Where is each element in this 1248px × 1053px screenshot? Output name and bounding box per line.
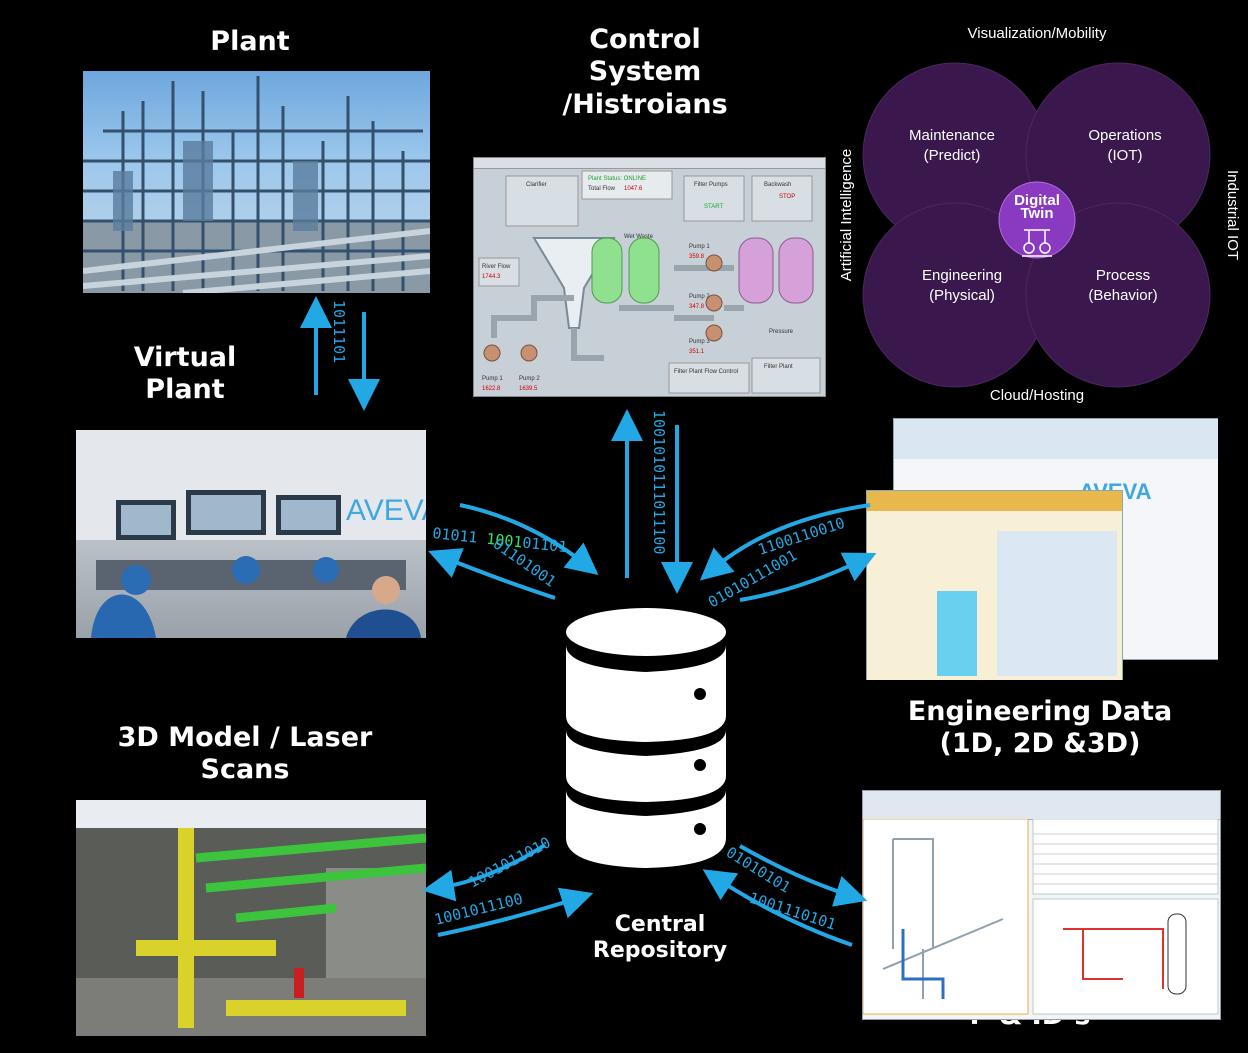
eng-to-repo-arrow	[699, 503, 871, 581]
pid-image	[862, 790, 1221, 1020]
scada-pump2-value: 1639.5	[519, 386, 538, 392]
virtual-to-repo-arrow	[459, 503, 599, 576]
scada-pump1-value: 1622.8	[482, 386, 501, 392]
bits-plant: 1011101	[330, 300, 348, 363]
scada-filter-pumps: Filter Pumps	[694, 182, 728, 188]
scada-filter-pump1: Pump 1	[689, 244, 710, 250]
model-3d-line2: Scans	[200, 754, 290, 786]
central-repository-line1: Central	[614, 912, 706, 937]
scada-total-flow-value: 1047.6	[624, 186, 643, 192]
central-repository-line2: Repository	[592, 938, 728, 964]
scada-river-flow: River Flow	[482, 264, 511, 270]
virtual-plant-heading: Virtual Plant	[115, 342, 255, 407]
virtual-plant-line2: Plant	[145, 374, 225, 406]
virtual-plant-line1: Virtual	[133, 342, 237, 373]
scada-status: Plant Status: ONLINE	[588, 176, 646, 182]
scada-flow-control: Filter Plant Flow Control	[674, 369, 738, 375]
scada-title-bar	[474, 158, 825, 169]
bits-pid-bottom: 1001110101	[747, 889, 838, 934]
aveva-logo: AVEVA	[346, 494, 426, 527]
model-3d-heading: 3D Model / Laser Scans	[90, 722, 400, 787]
central-repository-label: Central Repository	[585, 912, 735, 965]
scada-graphics: Clarifier Plant Status: ONLINE Total Flo…	[478, 170, 821, 394]
plant-heading: Plant	[210, 26, 290, 57]
pid-drawing	[863, 819, 1219, 1015]
model-3d-line1: 3D Model / Laser	[117, 722, 373, 753]
scada-filter-pump2: Pump 2	[689, 294, 710, 300]
scada-backwash: Backwash	[764, 182, 791, 188]
piping-3d-view	[76, 828, 426, 1036]
plant-photo	[83, 71, 430, 293]
scada-river-flow-value: 1744.3	[482, 274, 501, 280]
control-system-line2: System	[588, 56, 702, 88]
scada-stop: STOP	[779, 194, 795, 200]
control-room-illustration: AVEVA	[76, 430, 426, 638]
refinery-illustration	[83, 76, 430, 293]
bits-virtual-top-green: 1001	[485, 530, 523, 552]
bits-3d-bottom: 1001011100	[433, 890, 525, 929]
bits-eng-bottom: 01010111001	[705, 546, 800, 611]
repo-to-pid-arrow	[739, 844, 868, 907]
engineering-data-line1: Engineering Data	[907, 696, 1173, 727]
bits-virtual-top: 01011 100101101	[432, 524, 569, 556]
control-system-screen: Clarifier Plant Status: ONLINE Total Flo…	[473, 157, 826, 397]
engineering-data-line2: (1D, 2D &3D)	[939, 728, 1141, 760]
scada-filter-pump3: Pump 3	[689, 339, 710, 345]
scada-clarifier: Clarifier	[526, 182, 547, 188]
scada-start: START	[704, 204, 723, 210]
bits-virtual-top-a: 01011	[432, 524, 488, 548]
engineering-window-front	[866, 490, 1123, 680]
model-3d-image	[76, 800, 426, 1036]
control-system-line1: Control	[589, 24, 701, 55]
engineering-data-heading: Engineering Data (1D, 2D &3D)	[880, 696, 1200, 761]
scada-filter-pump1-value: 359.8	[689, 254, 705, 260]
scada-pump1: Pump 1	[482, 376, 503, 382]
scada-filter-plant: Filter Plant	[764, 364, 793, 370]
repo-to-virtual-arrow	[428, 548, 556, 600]
scada-filter-pump3-value: 351.1	[689, 349, 705, 355]
3d-to-repo-arrow	[437, 887, 594, 937]
scada-total-flow-label: Total Flow	[588, 186, 616, 192]
control-system-heading: Control System /Histroians	[540, 24, 750, 121]
bits-virtual-top-b: 01101	[521, 534, 568, 557]
engineering-data-windows: AVEVA	[866, 418, 1218, 680]
scada-filter-pump2-value: 347.8	[689, 304, 705, 310]
bits-3d-top: 1001011010	[465, 833, 553, 891]
virtual-plant-image: AVEVA	[76, 430, 426, 638]
bits-control: 1001010111011100	[650, 410, 668, 555]
repo-to-3d-arrow	[422, 843, 547, 902]
scada-pump2: Pump 2	[519, 376, 540, 382]
control-system-line3: /Histroians	[562, 88, 728, 120]
pid-to-repo-arrow	[702, 869, 853, 947]
repo-to-eng-arrow	[739, 552, 877, 602]
scada-pressure: Pressure	[769, 329, 794, 335]
scada-wet-waste: Wet Waste	[624, 234, 654, 240]
